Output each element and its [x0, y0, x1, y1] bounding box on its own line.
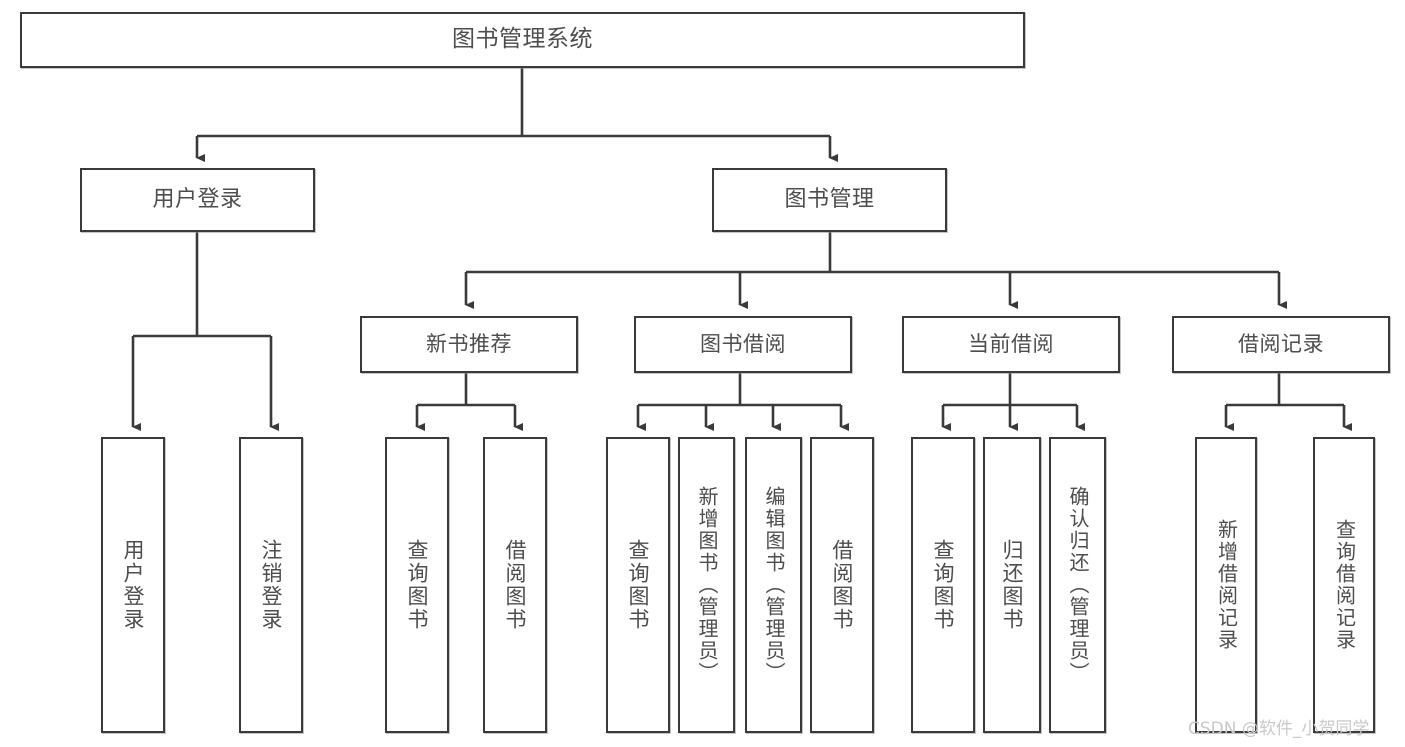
leaf-edit-book-admin[interactable]: 编辑图书（管理员）	[745, 437, 802, 733]
node-book-management[interactable]: 图书管理	[712, 168, 947, 232]
node-label: 新书推荐	[426, 331, 512, 356]
node-label: 确认归还（管理员）	[1066, 486, 1090, 684]
node-root-system[interactable]: 图书管理系统	[20, 12, 1025, 68]
leaf-confirm-return-admin[interactable]: 确认归还（管理员）	[1049, 437, 1106, 733]
node-label: 图书管理	[784, 186, 875, 212]
node-label: 借阅图书	[830, 539, 855, 631]
leaf-add-borrow-record[interactable]: 新增借阅记录	[1195, 437, 1257, 733]
leaf-return-book[interactable]: 归还图书	[983, 437, 1041, 733]
node-current-borrow[interactable]: 当前借阅	[902, 316, 1120, 373]
node-label: 用户登录	[152, 186, 243, 212]
node-label: 查询图书	[405, 539, 430, 631]
node-user-login[interactable]: 用户登录	[80, 168, 315, 232]
leaf-query-book-recommend[interactable]: 查询图书	[385, 437, 449, 733]
node-label: 查询借阅记录	[1332, 519, 1357, 651]
node-borrow-record[interactable]: 借阅记录	[1172, 316, 1390, 373]
leaf-user-login[interactable]: 用户登录	[101, 437, 165, 733]
leaf-borrow-book-recommend[interactable]: 借阅图书	[483, 437, 547, 733]
node-label: 图书管理系统	[452, 26, 593, 53]
node-label: 注销登录	[259, 539, 284, 631]
node-label: 新增借阅记录	[1214, 519, 1239, 651]
node-label: 查询图书	[931, 539, 956, 631]
leaf-logout[interactable]: 注销登录	[239, 437, 303, 733]
leaf-query-borrow-record[interactable]: 查询借阅记录	[1313, 437, 1375, 733]
node-label: 编辑图书（管理员）	[762, 486, 786, 684]
node-new-book-recommend[interactable]: 新书推荐	[360, 316, 578, 373]
node-label: 用户登录	[121, 539, 146, 631]
watermark: CSDN @软件_小贺同学	[1188, 719, 1370, 739]
node-label: 新增图书（管理员）	[695, 486, 719, 684]
node-label: 归还图书	[1000, 539, 1025, 631]
node-label: 借阅记录	[1238, 331, 1324, 356]
node-label: 图书借阅	[700, 331, 786, 356]
node-label: 当前借阅	[968, 331, 1054, 356]
node-label: 借阅图书	[503, 539, 528, 631]
node-label: 查询图书	[626, 539, 651, 631]
leaf-query-book-current[interactable]: 查询图书	[911, 437, 975, 733]
leaf-borrow-book[interactable]: 借阅图书	[810, 437, 874, 733]
leaf-query-book-borrow[interactable]: 查询图书	[606, 437, 670, 733]
leaf-add-book-admin[interactable]: 新增图书（管理员）	[678, 437, 735, 733]
node-book-borrow[interactable]: 图书借阅	[634, 316, 852, 373]
